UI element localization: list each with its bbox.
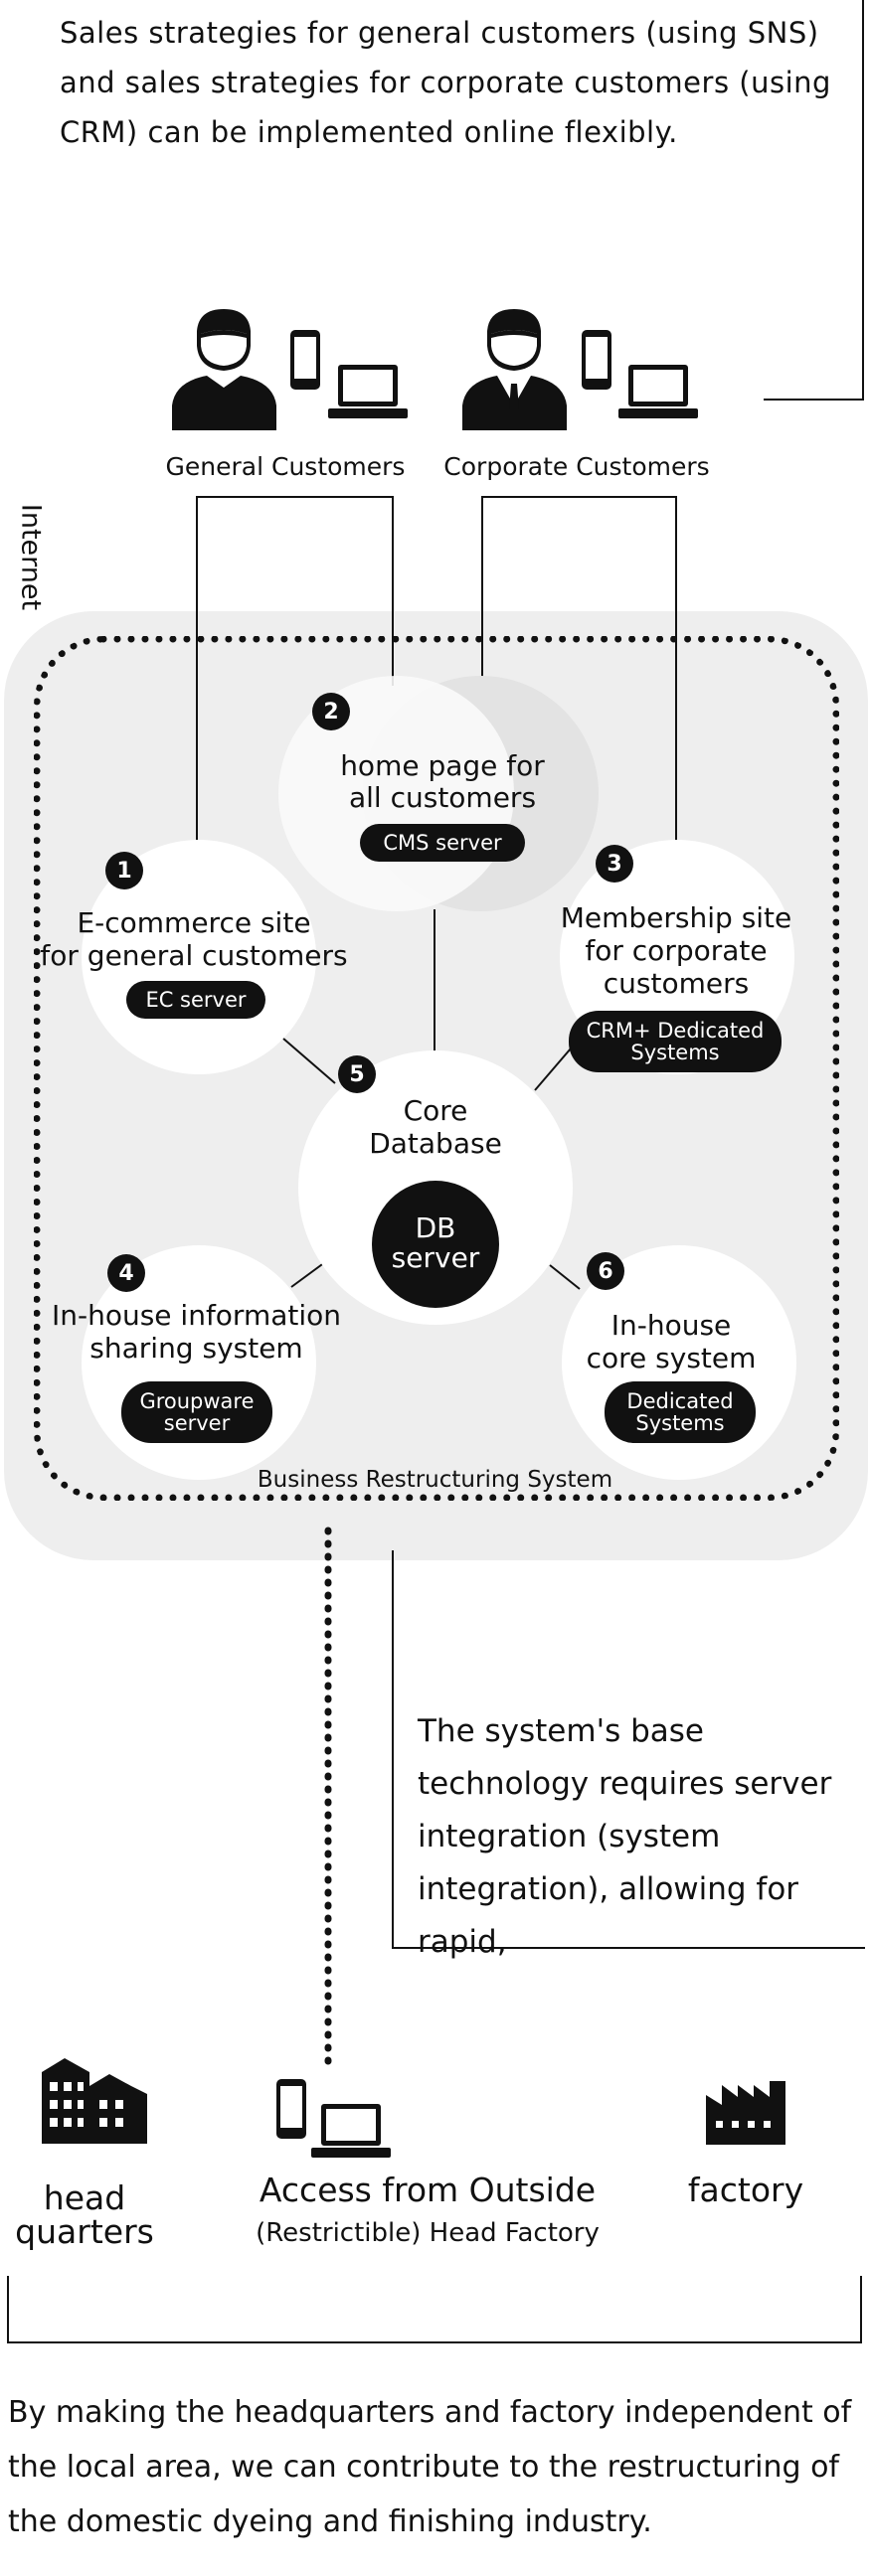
- dedicated-systems-line2: Systems: [635, 1411, 725, 1435]
- system-boundary: [34, 636, 839, 1501]
- groupware-server-line1: Groupware: [139, 1389, 255, 1413]
- homepage-number-badge: 2: [312, 693, 350, 730]
- core-number-badge: 5: [338, 1055, 376, 1093]
- membership-number-badge: 3: [596, 845, 633, 883]
- corporate-customer-phone-icon: [580, 328, 613, 396]
- intro-bracket-line: [764, 0, 864, 401]
- homepage-label-line1: home page for: [340, 749, 545, 782]
- crm-server-line1: CRM+ Dedicated: [586, 1019, 765, 1043]
- general-customer-laptop-icon: [328, 363, 408, 426]
- business-restructuring-system-label: Business Restructuring System: [257, 1467, 613, 1493]
- inhouse-info-label-line2: sharing system: [89, 1332, 303, 1365]
- groupware-server-pill: Groupware server: [121, 1381, 272, 1443]
- ec-server-label: EC server: [145, 988, 247, 1012]
- outro-text: By making the headquarters and factory i…: [8, 2395, 852, 2539]
- corporate-customer-laptop-icon: [618, 363, 698, 426]
- ecommerce-number-badge: 1: [105, 852, 143, 889]
- general-customers-label: General Customers: [165, 452, 406, 481]
- crm-server-line2: Systems: [630, 1041, 720, 1064]
- inhouse-core-label-line2: core system: [586, 1342, 757, 1374]
- membership-label-line1: Membership site: [560, 901, 792, 934]
- cms-server-label: CMS server: [383, 831, 502, 855]
- inhouse-info-label-line1: In-house information: [51, 1299, 342, 1332]
- outside-phone-icon: [274, 2077, 308, 2145]
- membership-label-line3: customers: [603, 967, 750, 1000]
- corporate-customers-label: Corporate Customers: [443, 452, 710, 481]
- headquarters-label-line2: quarters: [15, 2212, 154, 2251]
- internet-label: Internet: [15, 503, 47, 611]
- outside-access-label: Access from Outside: [259, 2171, 597, 2209]
- groupware-server-line2: server: [163, 1411, 231, 1435]
- crm-dedicated-systems-pill: CRM+ Dedicated Systems: [569, 1011, 782, 1072]
- ec-server-pill: EC server: [126, 981, 265, 1019]
- general-customer-phone-icon: [288, 328, 322, 396]
- general-customer-person-icon: [167, 306, 281, 434]
- core-label-line1: Core: [403, 1094, 468, 1127]
- headquarters-label-line1: head: [43, 2178, 126, 2217]
- homepage-label-line2: all customers: [348, 781, 537, 814]
- inhouse-core-number-badge: 6: [587, 1252, 624, 1290]
- membership-label-line2: for corporate: [585, 934, 768, 967]
- dedicated-systems-pill: Dedicated Systems: [605, 1381, 756, 1443]
- corporate-customer-person-icon: [457, 306, 572, 434]
- integration-note-text: The system's base technology requires se…: [418, 1713, 832, 1960]
- db-server-circle: [372, 1181, 499, 1308]
- core-label-line2: Database: [369, 1127, 502, 1160]
- db-server-line2: server: [391, 1241, 480, 1274]
- factory-label: factory: [687, 2171, 804, 2209]
- outside-laptop-icon: [311, 2102, 391, 2168]
- ecommerce-label-line2: for general customers: [40, 939, 348, 972]
- ecommerce-label-line1: E-commerce site: [77, 906, 311, 939]
- factory-icon: [704, 2077, 787, 2149]
- cms-server-pill: CMS server: [360, 824, 525, 862]
- outside-access-sublabel: (Restrictible) Head Factory: [256, 2218, 600, 2248]
- dedicated-systems-line1: Dedicated: [626, 1389, 734, 1413]
- intro-text: Sales strategies for general customers (…: [60, 16, 831, 149]
- db-server-line1: DB: [415, 1211, 456, 1244]
- headquarters-building-icon: [40, 2052, 151, 2148]
- inhouse-info-number-badge: 4: [107, 1254, 145, 1292]
- inhouse-core-label-line1: In-house: [610, 1309, 732, 1342]
